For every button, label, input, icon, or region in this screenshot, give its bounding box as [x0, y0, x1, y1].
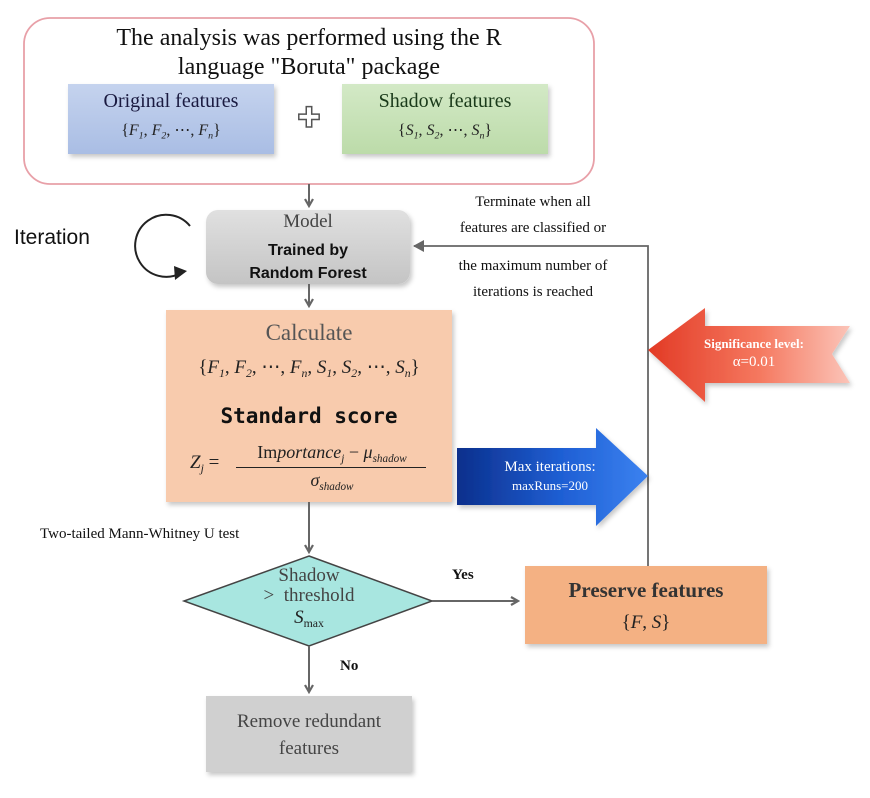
shadow-features-label: Shadow features: [378, 90, 512, 112]
model-description: Trained by Random Forest: [206, 239, 410, 285]
plus-icon: ✚: [297, 101, 322, 134]
iteration-cycle-arrowhead: [174, 266, 187, 280]
calculate-box: [166, 310, 452, 502]
max-iterations-line1: Max iterations:: [504, 459, 596, 475]
formula-denominator: σshadow: [310, 470, 354, 493]
max-iterations-text: Max iterations: maxRuns=200: [470, 458, 630, 495]
max-iterations-line2: maxRuns=200: [512, 478, 588, 493]
formula-lhs: Zj =: [190, 452, 220, 476]
remove-box: [206, 696, 412, 772]
max-iterations-arrow: [457, 428, 648, 526]
preserve-box: [525, 566, 767, 644]
decision-smax: Smax: [294, 607, 324, 631]
model-box: [206, 210, 410, 284]
yes-label: Yes: [452, 567, 474, 583]
connector-feedback-loop: [413, 240, 649, 566]
terminate-note: Terminate when all features are classifi…: [436, 192, 630, 302]
calculate-title: Calculate: [265, 320, 353, 345]
significance-text: Significance level: α=0.01: [684, 336, 824, 372]
shadow-features-set: {S1, S2, ⋯, Sn}: [397, 122, 493, 142]
significance-arrow: [648, 308, 850, 402]
terminate-line2: features are classified or: [459, 220, 607, 236]
header-title: The analysis was performed using the R l…: [24, 24, 594, 82]
terminate-line3: the maximum number of: [458, 258, 608, 274]
model-line1: Trained by: [267, 242, 349, 259]
model-title: Model: [283, 211, 333, 232]
header-title-line2: language "Boruta" package: [177, 54, 441, 80]
original-features-label: Original features: [103, 90, 239, 112]
terminate-line1: Terminate when all: [475, 194, 591, 210]
decision-line2: > threshold: [263, 585, 355, 606]
remove-text: Remove redundant features: [206, 708, 412, 762]
iteration-cycle-icon: [134, 213, 191, 278]
no-label: No: [340, 658, 359, 674]
shadow-features-box: [342, 84, 548, 154]
remove-line1: Remove redundant: [236, 711, 382, 732]
original-features-set: {F1, F2, ⋯, Fn}: [121, 122, 221, 142]
model-line2: Random Forest: [249, 265, 367, 282]
significance-line1: Significance level:: [703, 336, 804, 351]
formula-fraction-bar: [236, 467, 426, 468]
decision-line1: Shadow: [278, 565, 340, 586]
standard-score-label: Standard score: [220, 404, 398, 428]
iteration-label: Iteration: [14, 226, 90, 249]
formula-numerator: Importancej − μshadow: [257, 442, 407, 465]
preserve-set: {F, S}: [621, 612, 671, 633]
original-features-box: [68, 84, 274, 154]
remove-line2: features: [278, 738, 340, 759]
calculate-set: {F1, F2, ⋯, Fn, S1, S2, ⋯, Sn}: [198, 357, 420, 381]
header-title-line1: The analysis was performed using the R: [116, 25, 502, 51]
test-label: Two-tailed Mann-Whitney U test: [40, 526, 240, 542]
decision-text: Shadow > threshold Smax: [224, 566, 394, 636]
significance-line2: α=0.01: [732, 354, 776, 370]
terminate-line4: iterations is reached: [473, 284, 593, 300]
preserve-title: Preserve features: [568, 578, 724, 602]
